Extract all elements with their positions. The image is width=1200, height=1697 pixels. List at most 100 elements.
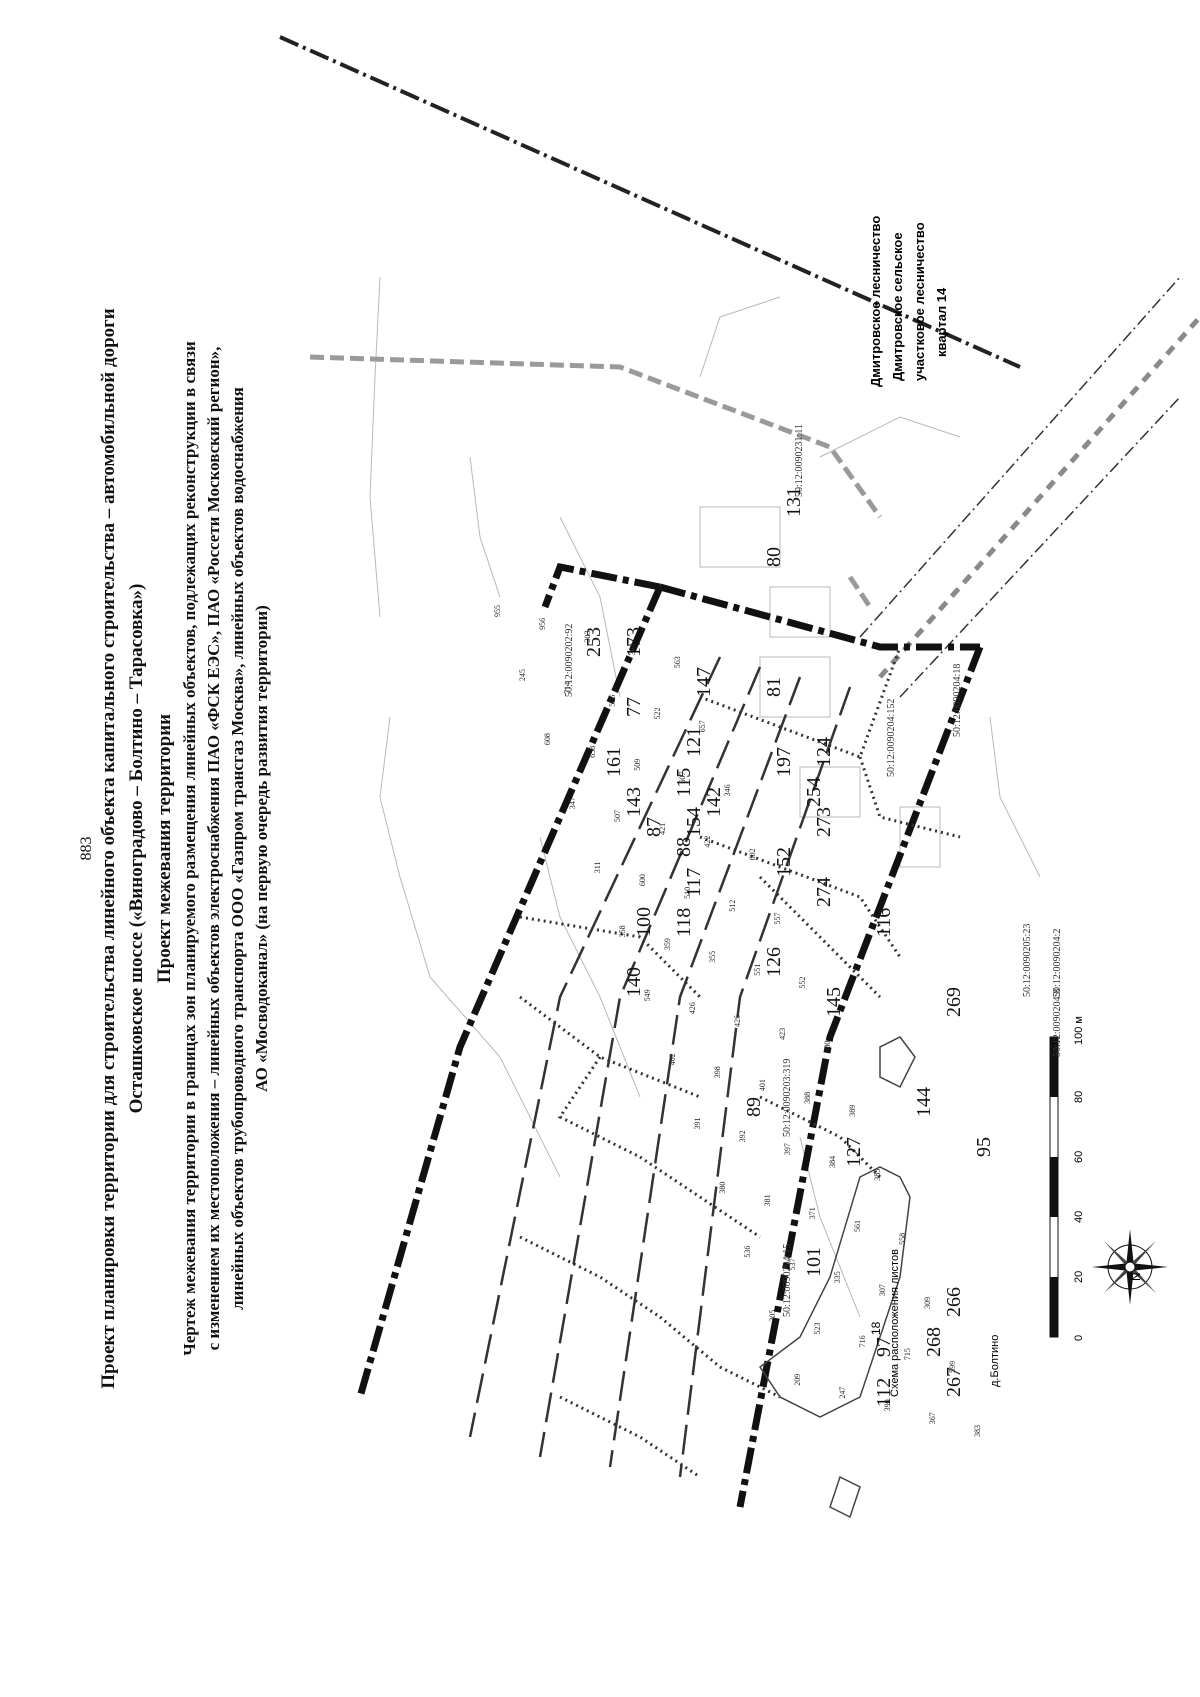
point-number: 391 <box>693 1118 702 1130</box>
parcel-division-lines <box>519 646 961 1479</box>
point-number: 658 <box>588 746 597 758</box>
forestry-label-line-3: участковое лесничество <box>912 222 927 381</box>
parcel-number: 117 <box>683 868 705 897</box>
settlement-boundary-lines <box>309 354 883 609</box>
cadastral-label: 50:12:0090203:319 <box>782 1059 793 1137</box>
point-number: 392 <box>738 1130 747 1142</box>
forestry-label-line-1: Дмитровское лесничество <box>868 216 883 387</box>
forestry-boundary-lines <box>859 276 1181 698</box>
point-number: 384 <box>828 1156 837 1168</box>
parcel-number: 127 <box>843 1137 865 1167</box>
parcel-number: 266 <box>943 1287 965 1317</box>
parcel-background-lines <box>369 276 1041 1318</box>
parcel-number: 95 <box>973 1137 995 1157</box>
corridor-internal-lines <box>468 656 852 1478</box>
inset-title: Схема расположения листов <box>889 1249 901 1397</box>
point-number: 245 <box>518 669 527 681</box>
point-number: 512 <box>728 900 737 912</box>
forestry-label-line-4: квартал 14 <box>934 287 949 357</box>
point-number: 355 <box>708 951 717 963</box>
point-number: 956 <box>538 618 547 630</box>
point-number: 389 <box>848 1105 857 1117</box>
point-number: 600 <box>638 874 647 886</box>
point-number: 426 <box>688 1002 697 1014</box>
parcel-numbers: 253 80 131 173 77 161 143 87 117 100 140… <box>583 487 995 1407</box>
parcel-number: 101 <box>803 1247 825 1277</box>
point-number: 380 <box>718 1182 727 1194</box>
scale-bar: 0 20 40 60 80 100 м <box>1049 1016 1085 1341</box>
compass-north-label: N <box>1129 1272 1143 1281</box>
scale-tick-60: 60 <box>1073 1151 1085 1163</box>
parcel-number: 274 <box>813 877 835 907</box>
point-number: 657 <box>698 720 707 732</box>
forestry-label-line-2: Дмитровское сельское <box>890 232 905 381</box>
parcel-number: 142 <box>703 787 725 817</box>
parcel-number: 267 <box>943 1367 965 1397</box>
forestry-label: Дмитровское лесничество Дмитровское сель… <box>868 216 949 387</box>
village-label: д.Болтино <box>989 1335 1001 1387</box>
parcel-number: 81 <box>763 677 785 697</box>
point-number: 397 <box>783 1143 792 1155</box>
point-number: 507 <box>613 810 622 822</box>
inset-outline <box>758 1166 911 1418</box>
cadastral-label: 50:12:0090204:152 <box>886 699 897 777</box>
point-number: 385 <box>873 1169 882 1181</box>
cadastral-labels: 50:12:0090202:92 50:12:0090231:11 50:12:… <box>564 424 1063 1317</box>
point-number: 423 <box>778 1028 787 1040</box>
point-number: 509 <box>633 759 642 771</box>
parcel-number: 254 <box>803 777 825 807</box>
point-number: 602 <box>748 848 757 860</box>
parcel-number: 89 <box>743 1097 765 1117</box>
parcel-number: 116 <box>873 908 895 937</box>
parcel-number: 173 <box>623 627 645 657</box>
point-number: 311 <box>593 861 602 873</box>
parcel-number: 100 <box>633 907 655 937</box>
point-number: 247 <box>838 1387 847 1399</box>
point-number: 607 <box>678 772 687 784</box>
point-number: 390 <box>883 1399 892 1411</box>
point-number: 383 <box>973 1425 982 1437</box>
parcel-number: 126 <box>763 947 785 977</box>
point-number: 381 <box>763 1194 772 1206</box>
point-number: 551 <box>753 964 762 976</box>
inset-island <box>879 1036 916 1089</box>
parcel-number: 124 <box>813 737 835 767</box>
point-number: 209 <box>793 1374 802 1386</box>
point-number: 955 <box>493 605 502 617</box>
point-number: 347 <box>568 797 577 809</box>
point-number: 359 <box>663 938 672 950</box>
point-number: 367 <box>928 1412 937 1424</box>
point-number: 549 <box>643 989 652 1001</box>
cadastral-label: 50:12:0090204:2 <box>1052 929 1063 997</box>
parcel-number: 147 <box>693 667 715 697</box>
cadastral-label: 50:12:0090204:15 <box>782 1244 793 1317</box>
parcel-number: 268 <box>923 1327 945 1357</box>
scale-tick-20: 20 <box>1073 1271 1085 1283</box>
point-number: 715 <box>903 1348 912 1360</box>
point-number: 421 <box>658 823 667 835</box>
point-number: 716 <box>858 1335 867 1347</box>
point-number: 304 <box>628 643 637 655</box>
parcel-number: 87 <box>643 817 665 837</box>
parcel-number: 80 <box>763 547 785 567</box>
parcel-number: 131 <box>783 487 805 517</box>
point-number: 558 <box>898 1233 907 1245</box>
point-number: 309 <box>923 1297 932 1309</box>
parcel-number: 152 <box>773 847 795 877</box>
point-number: 303 <box>583 631 592 643</box>
point-number: 307 <box>878 1284 887 1296</box>
point-number: 523 <box>813 1323 822 1335</box>
inset-sheet-label: 18 <box>869 1321 883 1335</box>
point-number: 537 <box>788 1258 797 1270</box>
parcel-number: 161 <box>603 747 625 777</box>
parcel-number: 121 <box>683 727 705 757</box>
point-numbers: 9559563033045632457145265226576086585096… <box>493 605 982 1437</box>
scale-tick-100: 100 м <box>1073 1016 1085 1045</box>
parcel-number: 269 <box>943 987 965 1017</box>
point-number: 388 <box>803 1092 812 1104</box>
parcel-number: 97 <box>873 1337 895 1357</box>
point-number: 536 <box>743 1246 752 1258</box>
point-number: 346 <box>723 784 732 796</box>
parcel-number: 88 <box>673 837 695 857</box>
